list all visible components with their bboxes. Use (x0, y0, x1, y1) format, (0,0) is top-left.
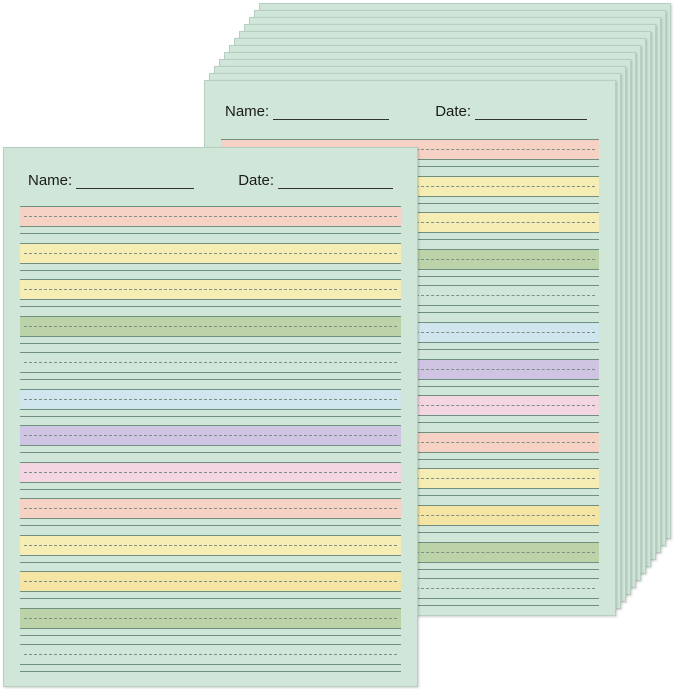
row-top-line (20, 279, 401, 280)
row-midline-dashed (24, 471, 397, 473)
row-midline-dashed (24, 617, 397, 619)
row-baseline (20, 372, 401, 373)
row-descender-line (20, 269, 401, 271)
writing-row (20, 638, 401, 675)
row-descender-line (20, 634, 401, 636)
row-top-line (20, 571, 401, 572)
date-blank-line (278, 187, 394, 189)
row-midline-dashed (24, 544, 397, 546)
row-top-line (20, 315, 401, 317)
row-descender-line (20, 561, 401, 563)
row-top-line (20, 388, 401, 390)
writing-row (20, 346, 401, 383)
row-baseline (20, 445, 401, 446)
front-sheet: Name: Date: (3, 147, 418, 687)
row-descender-line (20, 598, 401, 599)
date-label: Date: (435, 103, 472, 120)
row-baseline (20, 481, 401, 483)
writing-row (20, 310, 401, 347)
back-sheet-header: Name: Date: (225, 103, 588, 120)
row-top-line (20, 352, 401, 353)
row-baseline (20, 262, 401, 264)
row-top-line (20, 206, 401, 207)
row-descender-line (20, 525, 401, 526)
row-top-line (20, 461, 401, 463)
row-midline-dashed (24, 654, 397, 655)
row-descender-line (20, 488, 401, 490)
name-blank-line (273, 118, 390, 120)
row-top-line (20, 425, 401, 426)
row-baseline (20, 554, 401, 556)
row-baseline (20, 226, 401, 227)
row-top-line (221, 139, 599, 140)
writing-row (20, 602, 401, 639)
date-blank-line (475, 118, 588, 120)
row-midline-dashed (24, 252, 397, 254)
row-top-line (20, 607, 401, 609)
writing-row (20, 565, 401, 602)
row-midline-dashed (24, 325, 397, 327)
row-midline-dashed (24, 581, 397, 582)
writing-row (20, 456, 401, 493)
row-top-line (20, 498, 401, 499)
row-descender-line (20, 306, 401, 307)
writing-row (20, 200, 401, 237)
row-baseline (20, 335, 401, 337)
row-descender-line (20, 452, 401, 453)
date-label: Date: (238, 172, 275, 189)
row-baseline (20, 518, 401, 519)
row-top-line (20, 534, 401, 536)
row-midline-dashed (24, 362, 397, 363)
writing-row (20, 492, 401, 529)
row-baseline (20, 408, 401, 410)
name-label: Name: (28, 172, 73, 189)
writing-row (20, 273, 401, 310)
writing-row (20, 419, 401, 456)
row-baseline (20, 627, 401, 629)
row-midline-dashed (24, 216, 397, 217)
writing-row (20, 529, 401, 566)
row-midline-dashed (24, 508, 397, 509)
row-descender-line (20, 415, 401, 417)
row-top-line (20, 644, 401, 645)
front-sheet-header: Name: Date: (28, 172, 394, 189)
row-baseline (20, 299, 401, 300)
writing-row (20, 237, 401, 274)
writing-row (20, 383, 401, 420)
row-midline-dashed (24, 289, 397, 290)
row-descender-line (20, 379, 401, 380)
row-baseline (20, 591, 401, 592)
row-descender-line (20, 671, 401, 672)
row-midline-dashed (24, 435, 397, 436)
name-label: Name: (225, 103, 270, 120)
row-descender-line (20, 233, 401, 234)
row-baseline (20, 664, 401, 665)
row-top-line (20, 242, 401, 244)
row-descender-line (20, 342, 401, 344)
row-midline-dashed (24, 398, 397, 400)
name-blank-line (76, 187, 195, 189)
